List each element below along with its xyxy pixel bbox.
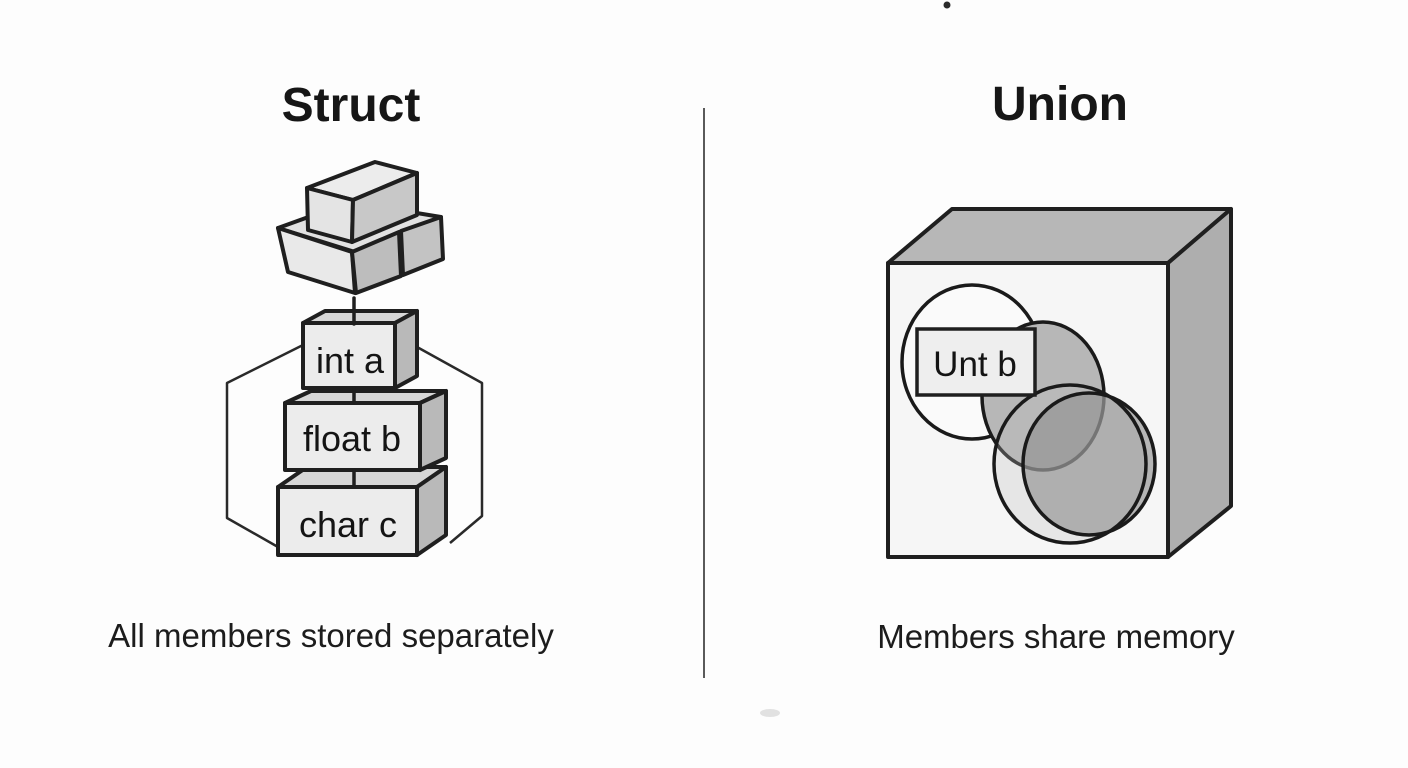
int-a-side-face (393, 309, 419, 390)
float-b-side-face (418, 389, 448, 472)
char-c-front-face (276, 485, 419, 557)
union-member-label-plate: Unt b (915, 327, 1037, 397)
memory-cube-icon: Unt b (886, 207, 1233, 559)
struct-outline-hexagon (225, 343, 484, 549)
artifact-smudge (760, 709, 780, 717)
member-ellipse-dark (1021, 391, 1157, 537)
brick-bottom-left-side-face (350, 230, 403, 295)
brick-bottom-right-face (399, 215, 445, 277)
union-title: Union (992, 78, 1128, 131)
struct-outline-right (416, 345, 484, 544)
struct-caption: All members stored separately (108, 617, 554, 654)
brick-top-right-face (350, 171, 419, 244)
brick-stack-icon (276, 160, 445, 295)
int-a-front-face (301, 321, 397, 390)
struct-panel: Struct char c (108, 79, 554, 654)
union-label-box (915, 327, 1037, 397)
float-b-front-face (283, 401, 422, 472)
struct-outline-left (225, 343, 304, 549)
struct-title: Struct (282, 79, 421, 132)
struct-member-box-float-b: float b (283, 389, 448, 472)
struct-member-box-int-a: int a (301, 309, 419, 390)
member-circle-outline (992, 383, 1148, 545)
char-c-label: char c (299, 504, 397, 545)
artifact-dot (943, 1, 951, 9)
union-caption: Members share memory (877, 618, 1235, 655)
cube-side-face (1166, 207, 1233, 559)
image-artifacts (760, 1, 951, 717)
union-panel: Union Unt b Members share memory (877, 78, 1235, 655)
struct-member-box-char-c: char c (276, 465, 448, 557)
float-b-label: float b (303, 418, 401, 459)
union-member-label: Unt b (933, 345, 1017, 384)
int-a-label: int a (316, 340, 385, 381)
